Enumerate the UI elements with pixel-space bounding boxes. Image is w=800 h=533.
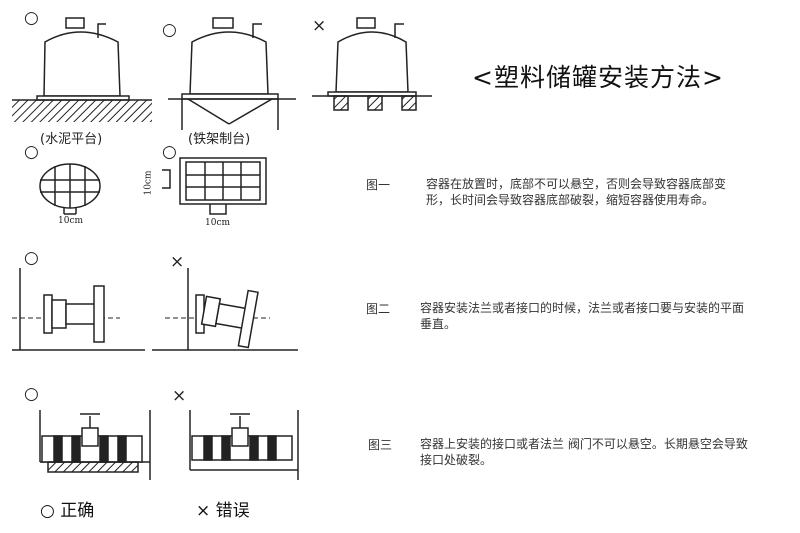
figure-1-text: 容器在放置时，底部不可以悬空，否则会导致容器底部变形，长时间会导致容器底部破裂，… — [426, 177, 727, 207]
tank-on-concrete-platform — [12, 17, 152, 122]
dimension-square-base-side: 10cm — [143, 170, 154, 196]
wrong-mark-tank-unsupported: × — [312, 16, 327, 36]
correct-mark-tank-concrete: ○ — [24, 8, 39, 28]
page-title: <塑料储罐安装方法> — [472, 63, 724, 92]
flange-perpendicular — [12, 268, 145, 351]
legend-correct: ○ 正确 — [40, 501, 95, 521]
valve-supported — [39, 410, 151, 480]
wrong-mark-valve: × — [172, 386, 187, 406]
figure-3-label: 图三 — [368, 438, 393, 452]
tank-unsupported — [312, 17, 432, 111]
valve-unsupported — [189, 410, 299, 480]
correct-mark-square-base: ○ — [162, 142, 177, 162]
figure-2-label: 图二 — [366, 302, 391, 316]
flange-tilted — [152, 268, 298, 351]
correct-mark-valve: ○ — [24, 384, 39, 404]
dimension-square-base-bottom: 10cm — [205, 218, 231, 228]
correct-mark-flange: ○ — [24, 248, 39, 268]
figure-1-label: 图一 — [366, 178, 391, 192]
figure-2-text: 容器安装法兰或者接口的时候，法兰或者接口要与安装的平面垂直。 — [420, 301, 745, 331]
square-grid-base — [162, 157, 267, 215]
correct-mark-round-base: ○ — [24, 142, 39, 162]
dimension-round-base: 10cm — [58, 216, 84, 226]
figure-3-text: 容器上安装的接口或者法兰 阀门不可以悬空。长期悬空会导致接口处破裂。 — [420, 437, 748, 467]
caption-concrete-platform: (水泥平台) — [40, 132, 103, 147]
correct-mark-tank-steel: ○ — [162, 20, 177, 40]
tank-on-steel-frame — [168, 17, 296, 130]
legend-wrong: × 错误 — [196, 501, 250, 521]
wrong-mark-flange: × — [170, 252, 185, 272]
caption-steel-frame: (铁架制台) — [188, 132, 251, 147]
round-grid-base — [39, 163, 101, 215]
